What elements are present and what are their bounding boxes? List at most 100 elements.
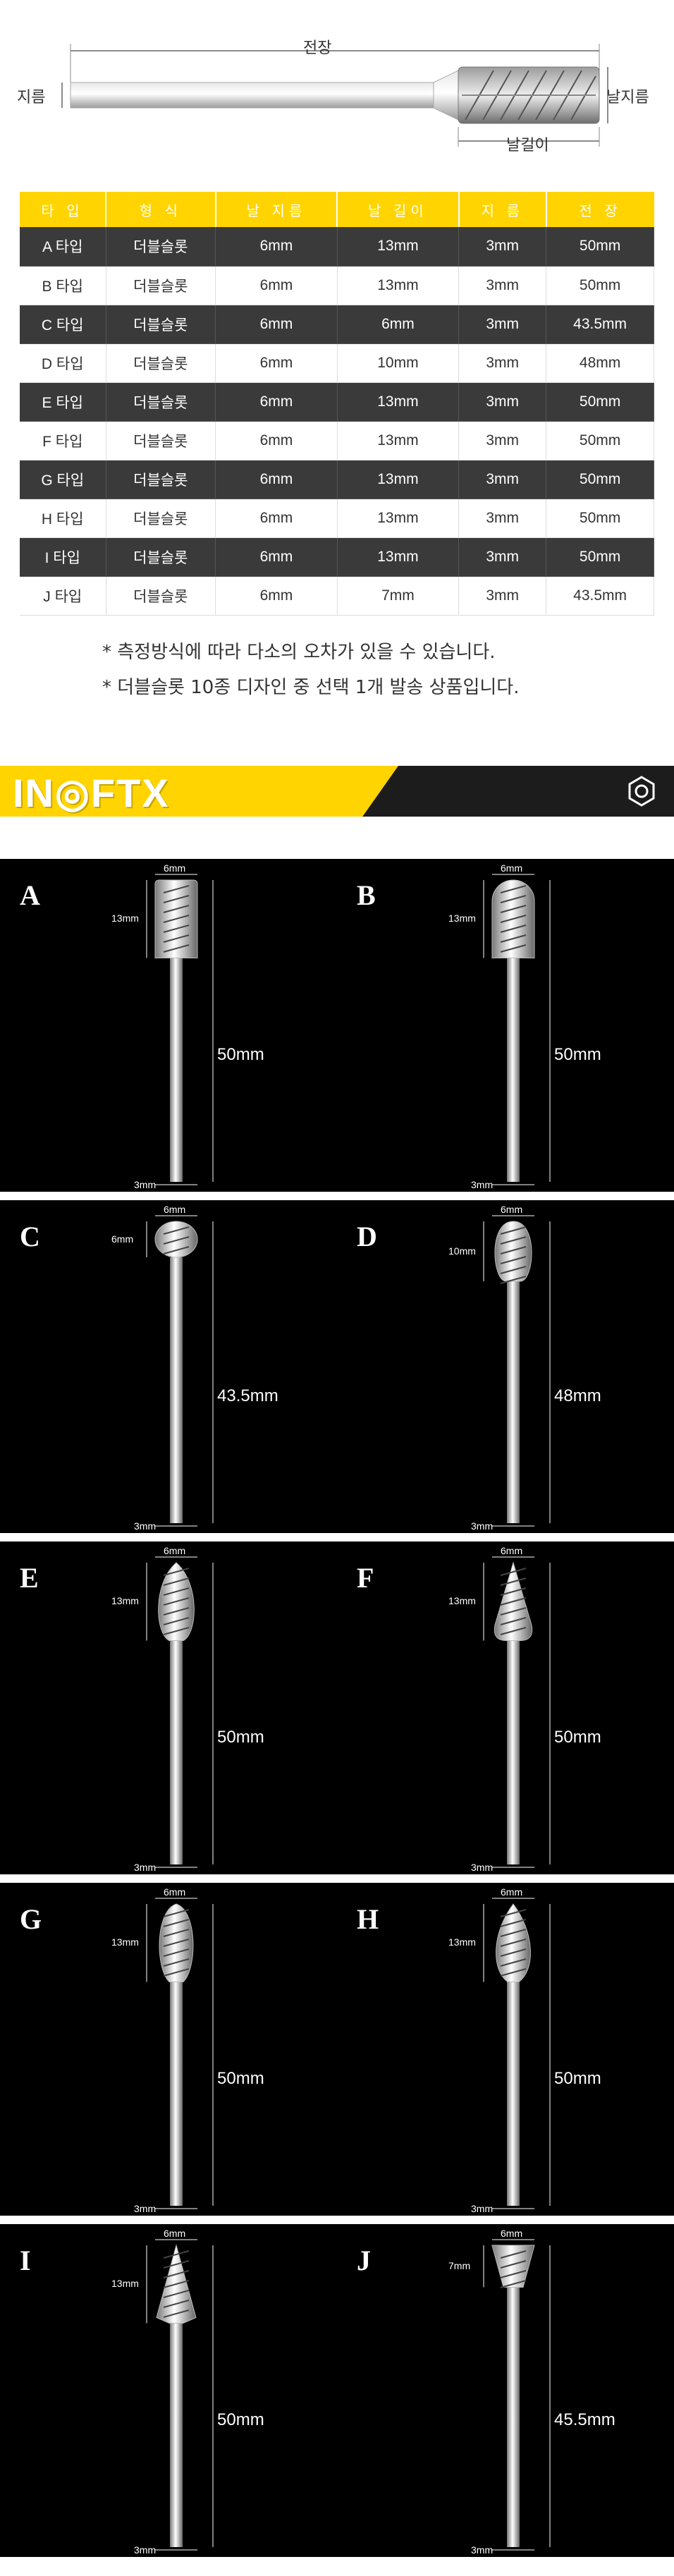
flute-line	[163, 1577, 190, 1586]
cell-total-length: 50mm	[546, 266, 654, 305]
burr-diagram-graphic	[61, 44, 608, 147]
flute-line	[500, 905, 527, 913]
burr-drawing	[483, 1898, 551, 2209]
head-diameter-label: 6mm	[501, 862, 523, 874]
head-length-label: 13mm	[448, 1936, 476, 1948]
head-length-label: 6mm	[111, 1233, 134, 1245]
flute-line	[500, 885, 527, 893]
head-diameter-label: 6mm	[501, 2228, 523, 2239]
flute-line	[500, 1256, 527, 1264]
cell-head-length: 13mm	[337, 227, 460, 267]
cell-format: 더블슬롯	[106, 537, 216, 577]
cell-head-diameter: 6mm	[215, 227, 338, 267]
card-letter: J	[357, 2245, 371, 2276]
cell-format: 더블슬롯	[106, 227, 216, 267]
cell-head-length: 13mm	[337, 460, 460, 499]
cell-head-length: 13mm	[337, 382, 460, 422]
header-head-length: 날 길이	[337, 192, 460, 227]
burr-shank	[170, 2323, 183, 2547]
flute-line	[163, 924, 190, 933]
cell-diameter: 3mm	[458, 266, 547, 305]
cell-diameter: 3mm	[458, 343, 547, 383]
burr-drawing	[483, 2239, 551, 2551]
flute-line	[500, 1236, 527, 1245]
cell-head-length: 6mm	[337, 305, 460, 344]
flute-line	[163, 2250, 190, 2259]
shank-diameter-label: 3mm	[471, 1520, 494, 1532]
cell-type: J 타입	[20, 576, 106, 616]
head-length-label: 13mm	[111, 1595, 139, 1607]
flute-line	[163, 915, 190, 923]
flute-line	[163, 1617, 190, 1625]
burr-drawing	[146, 1556, 214, 1868]
cell-head-diameter: 6mm	[215, 460, 338, 499]
cell-total-length: 50mm	[546, 382, 654, 422]
burr-shank	[507, 2287, 520, 2547]
flute-line	[500, 915, 527, 923]
cell-format: 더블슬롯	[106, 499, 216, 538]
burr-head	[491, 2245, 535, 2288]
flute-line	[163, 2270, 190, 2278]
burr-shank	[170, 1257, 183, 1523]
shank-diameter-label: 3mm	[471, 1179, 494, 1190]
head-diameter-label: 6mm	[501, 1204, 523, 1215]
flute-line	[163, 1226, 190, 1235]
cell-head-length: 13mm	[337, 537, 460, 577]
total-length-label: 50mm	[554, 2069, 601, 2088]
banner-accent	[0, 766, 398, 817]
cell-head-diameter: 6mm	[215, 537, 338, 577]
flute-line	[500, 1597, 527, 1606]
cell-total-length: 50mm	[546, 499, 654, 538]
cell-type: D 타입	[20, 343, 106, 383]
flute-line	[163, 1939, 190, 1947]
cell-diameter: 3mm	[458, 499, 547, 538]
card-letter: D	[357, 1221, 377, 1252]
head-length-label: 13mm	[448, 912, 476, 924]
flute-line	[500, 924, 527, 933]
total-length-label: 50mm	[217, 2410, 264, 2429]
burr-drawing	[146, 1898, 214, 2209]
cell-type: G 타입	[20, 460, 106, 499]
cell-total-length: 50mm	[546, 421, 654, 460]
flute-line	[163, 1607, 190, 1616]
flute-line	[500, 944, 527, 953]
header-diameter: 지 름	[458, 192, 547, 227]
flute-line	[500, 1276, 527, 1284]
burr-shank	[170, 1982, 183, 2206]
flute-line	[163, 934, 190, 943]
burr-shank	[507, 1640, 520, 1864]
flute-line	[163, 1246, 190, 1255]
burr-drawing	[146, 2239, 214, 2551]
head-diameter-label: 6mm	[164, 1204, 186, 1215]
head-diameter-label: 6mm	[164, 1886, 186, 1898]
burr-shank	[507, 1982, 520, 2206]
flute-line	[163, 1236, 190, 1245]
card-letter: B	[357, 879, 376, 911]
flute-line	[163, 1929, 190, 1937]
burr-drawing	[483, 1556, 551, 1868]
cell-head-length: 13mm	[337, 499, 460, 538]
cell-head-diameter: 6mm	[215, 382, 338, 422]
cell-format: 더블슬롯	[106, 266, 216, 305]
total-length-label: 43.5mm	[217, 1386, 278, 1405]
total-length-label: 45.5mm	[554, 2410, 615, 2429]
cell-head-length: 10mm	[337, 343, 460, 383]
shank-diameter-label: 3mm	[134, 1179, 157, 1190]
cell-format: 더블슬롯	[106, 576, 216, 616]
cell-head-diameter: 6mm	[215, 305, 338, 344]
flute-line	[163, 905, 190, 913]
cell-format: 더블슬롯	[106, 343, 216, 383]
head-length-label: 날길이	[506, 137, 549, 154]
shank-diameter-label: 3mm	[471, 2544, 494, 2556]
cell-total-length: 50mm	[546, 227, 654, 267]
